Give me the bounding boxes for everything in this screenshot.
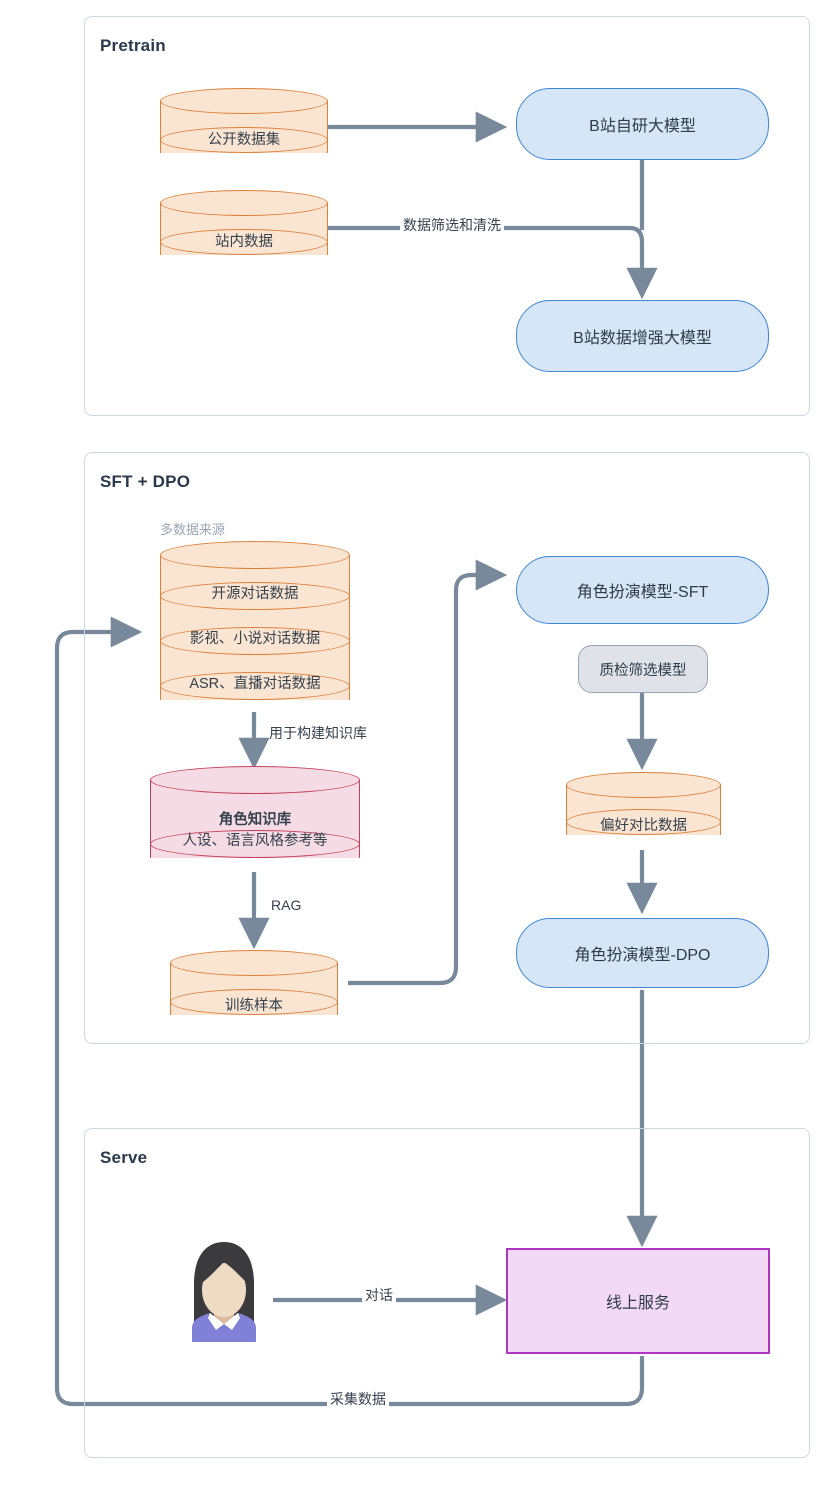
box-online-service: 线上服务 [506, 1248, 770, 1354]
edge-label-build-kb: 用于构建知识库 [269, 725, 367, 741]
cylinder-preference-data: 偏好对比数据 [566, 772, 721, 848]
panel-serve [84, 1128, 810, 1458]
cylinder-top [160, 190, 328, 216]
box-quality-filter-model: 质检筛选模型 [578, 645, 708, 693]
cylinder-bottom [566, 809, 721, 835]
cylinder-bottom [150, 830, 360, 858]
cylinder-bottom [160, 229, 328, 255]
cylinder-top [566, 772, 721, 798]
panel-pretrain [84, 16, 810, 416]
cylinder-top [160, 88, 328, 114]
edge-label-dialogue: 对话 [362, 1287, 396, 1304]
cylinder-training-samples: 训练样本 [170, 950, 338, 1028]
cylinder-top [160, 541, 350, 569]
note-multi-source: 多数据来源 [160, 522, 226, 537]
box-base-model: B站自研大模型 [516, 88, 769, 160]
panel-serve-title: Serve [100, 1148, 148, 1167]
cylinder-data-sources: 开源对话数据 影视、小说对话数据 ASR、直播对话数据 [160, 541, 350, 713]
cylinder-label: 公开数据集 [207, 132, 281, 148]
cylinder-internal-data: 站内数据 [160, 190, 328, 268]
box-augmented-model-label: B站数据增强大模型 [573, 330, 712, 347]
panel-sft-dpo-title: SFT + DPO [100, 472, 191, 491]
panel-sft-dpo [84, 452, 810, 1044]
cylinder-divider-1 [160, 582, 350, 610]
cylinder-label: 站内数据 [215, 234, 273, 250]
cylinder-bottom [170, 989, 338, 1015]
box-base-model-label: B站自研大模型 [589, 118, 696, 135]
box-model-dpo-label: 角色扮演模型-DPO [574, 947, 711, 964]
edge-label-rag: RAG [271, 897, 302, 913]
cylinder-divider-2 [160, 627, 350, 655]
cylinder-label: 偏好对比数据 [600, 818, 687, 834]
box-model-sft: 角色扮演模型-SFT [516, 556, 769, 624]
cylinder-top [150, 766, 360, 794]
panel-pretrain-title: Pretrain [100, 36, 166, 55]
cylinder-bottom [160, 127, 328, 153]
edge-label-filter-clean: 数据筛选和清洗 [400, 217, 504, 234]
box-model-sft-label: 角色扮演模型-SFT [576, 584, 709, 601]
cylinder-layer-label-1: 开源对话数据 [211, 586, 299, 602]
box-quality-filter-label: 质检筛选模型 [599, 662, 687, 679]
cylinder-label: 训练样本 [225, 998, 283, 1014]
kb-sub-label: 人设、语言风格参考等 [182, 833, 328, 849]
kb-title-label: 角色知识库 [218, 812, 292, 828]
cylinder-layer-label-2: 影视、小说对话数据 [189, 631, 321, 647]
cylinder-public-dataset: 公开数据集 [160, 88, 328, 166]
cylinder-bottom [160, 672, 350, 700]
box-online-service-label: 线上服务 [605, 1295, 670, 1312]
avatar [172, 1232, 276, 1342]
edge-label-collect-data: 采集数据 [327, 1391, 389, 1408]
female-user-avatar-icon [192, 1242, 256, 1342]
box-augmented-model: B站数据增强大模型 [516, 300, 769, 372]
cylinder-layer-label-3: ASR、直播对话数据 [189, 676, 321, 692]
cylinder-knowledge-base: 角色知识库 人设、语言风格参考等 [150, 766, 360, 872]
box-model-dpo: 角色扮演模型-DPO [516, 918, 769, 988]
cylinder-top [170, 950, 338, 976]
